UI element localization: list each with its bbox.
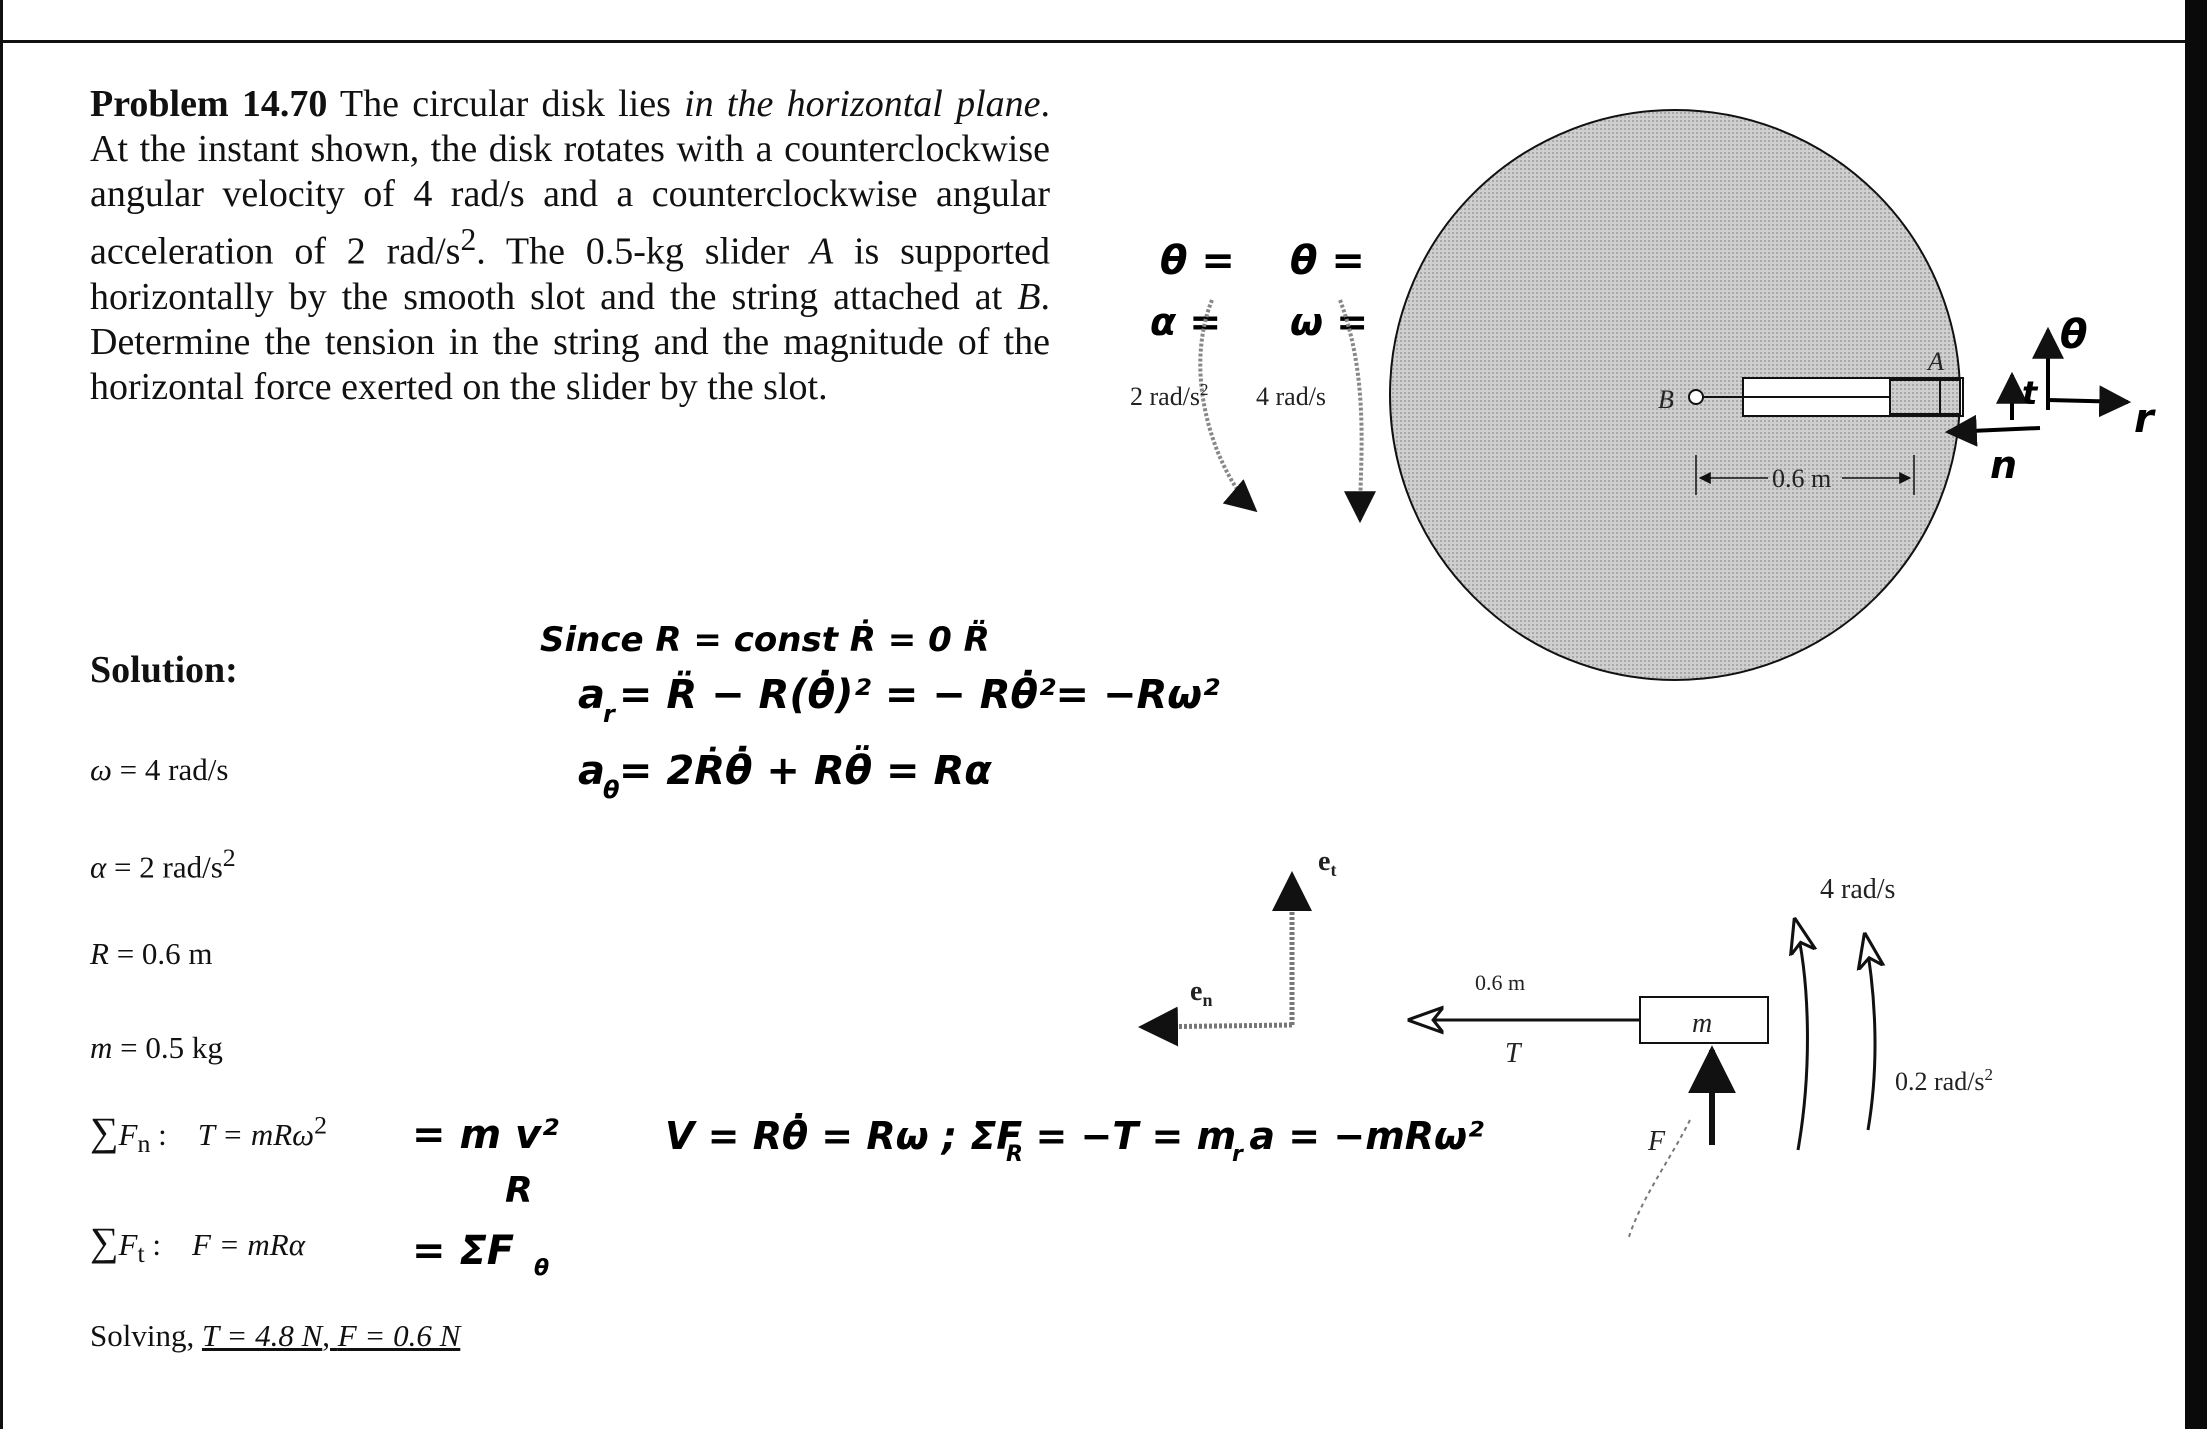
label-B: B (1658, 385, 1674, 414)
en-label: en (1190, 976, 1212, 1010)
alpha-bottom-label: 0.2 rad/s2 (1895, 1065, 1993, 1096)
hand-omega-eq: ω = (1290, 300, 1369, 344)
hand-ftheta-line: = ΣF (412, 1228, 515, 1274)
frame-top-rule (0, 40, 2190, 43)
omega-arc-arrow (1338, 299, 1377, 524)
omega-bottom-arc (1795, 920, 1807, 1151)
et-label: et (1318, 846, 1336, 880)
equation-tangential: ∑Ft : F = mRα (90, 1219, 305, 1269)
hand-axis-n-label: n (1990, 443, 2017, 487)
en-axis-arrow (1138, 1006, 1293, 1047)
pin-B (1688, 389, 1704, 405)
hand-ar-line: a = R̈ − R(θ̇)² = − Rθ̇²= −Rω² (578, 672, 1220, 718)
given-radius: R = 0.6 m (90, 936, 213, 971)
tension-label: T (1505, 1038, 1523, 1069)
given-mass: m = 0.5 kg (90, 1030, 223, 1065)
force-label: F (1647, 1126, 1666, 1157)
hand-atheta-sub: θ (603, 776, 620, 804)
hand-velocity-line: V = Rθ̇ = Rω ; ΣF = −T = m a = −mRω² (665, 1114, 1484, 1158)
length-label: 0.6 m (1475, 970, 1525, 995)
mass-label: m (1692, 1008, 1712, 1039)
final-answer: Solving, T = 4.8 N, F = 0.6 N (90, 1318, 461, 1353)
problem-number: Problem 14.70 (90, 83, 328, 125)
given-omega: ω = 4 rad/s (90, 752, 229, 787)
alpha-value-label: 2 rad/s2 (1130, 380, 1209, 411)
equation-normal: ∑Fn : T = mRω2 (90, 1109, 327, 1159)
hand-r-axis (2047, 385, 2132, 418)
slider-A (1889, 379, 1961, 415)
hand-since-line: Since R = const Ṙ = 0 R̈ (540, 620, 990, 660)
hand-theta-ddot: θ = (1160, 238, 1235, 284)
force-guide-line (1627, 1119, 1691, 1241)
frame-right-bar (2185, 0, 2207, 1429)
label-A: A (1926, 347, 1944, 376)
hand-ftheta-sub: θ (534, 1256, 550, 1281)
hand-atheta-line: a = 2Ṙθ̇ + Rθ̈ = Rα (578, 748, 992, 794)
dimension-label: 0.6 m (1772, 464, 1831, 493)
hand-axis-t-label: t (2022, 374, 2039, 412)
hand-ar-sub: r (603, 700, 615, 728)
solution-title: Solution: (90, 649, 238, 691)
omega-bottom-label: 4 rad/s (1820, 874, 1895, 905)
mass-block (1639, 996, 1769, 1044)
alpha-arc-arrow (1198, 299, 1258, 513)
problem-statement: Problem 14.70 The circular disk lies in … (90, 83, 1051, 408)
hand-mv-numerator: = m v² (412, 1112, 559, 1158)
hand-n-axis (1944, 414, 2041, 447)
omega-value-label: 4 rad/s (1256, 382, 1326, 411)
hand-theta-dot: θ = (1290, 238, 1365, 284)
hand-axis-r-label: r (2134, 396, 2156, 442)
hand-mv-denominator: R (505, 1170, 533, 1211)
hand-v-sub-r: r (1232, 1142, 1243, 1167)
alpha-bottom-arc (1865, 935, 1875, 1131)
frame-left-rule (0, 0, 3, 1429)
hand-v-sub-R: R (1006, 1142, 1023, 1167)
given-alpha: α = 2 rad/s2 (90, 843, 236, 885)
hand-axis-theta-label: θ (2060, 312, 2087, 358)
